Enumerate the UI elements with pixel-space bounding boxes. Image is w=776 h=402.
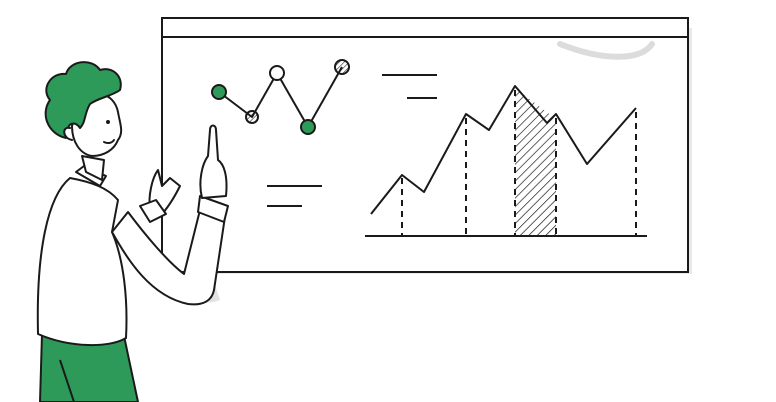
line-graph-dot-green-1	[211, 84, 227, 100]
pointing-arm	[111, 201, 227, 306]
presenter-person-icon	[36, 61, 229, 402]
mouth	[103, 139, 115, 145]
area-chart-icon	[365, 85, 647, 237]
text-lines-top	[382, 74, 437, 99]
left-cuff	[139, 199, 167, 223]
line-graph-dot-green-2	[300, 119, 316, 135]
ear	[63, 126, 73, 141]
hair	[44, 61, 122, 139]
area-chart-hatched-band	[515, 88, 556, 235]
neck	[81, 155, 105, 181]
shirt	[36, 177, 128, 346]
text-lines-left	[267, 185, 322, 207]
whiteboard-panel	[161, 17, 689, 273]
area-chart-line	[370, 85, 637, 215]
whiteboard	[161, 17, 692, 274]
pointing-cuff	[197, 195, 229, 223]
line-graph-dot-hatched-2	[334, 59, 350, 75]
whiteboard-scribble	[557, 41, 655, 60]
shirt-collar	[75, 165, 107, 187]
area-chart-guides	[401, 90, 637, 235]
eye	[106, 120, 110, 124]
line-graph-dot-hatched-1	[245, 110, 259, 124]
line-graph-dot-white	[269, 65, 285, 81]
line-graph-icon	[211, 59, 350, 135]
pointing-hand	[199, 124, 228, 199]
pants-seam	[59, 359, 75, 402]
